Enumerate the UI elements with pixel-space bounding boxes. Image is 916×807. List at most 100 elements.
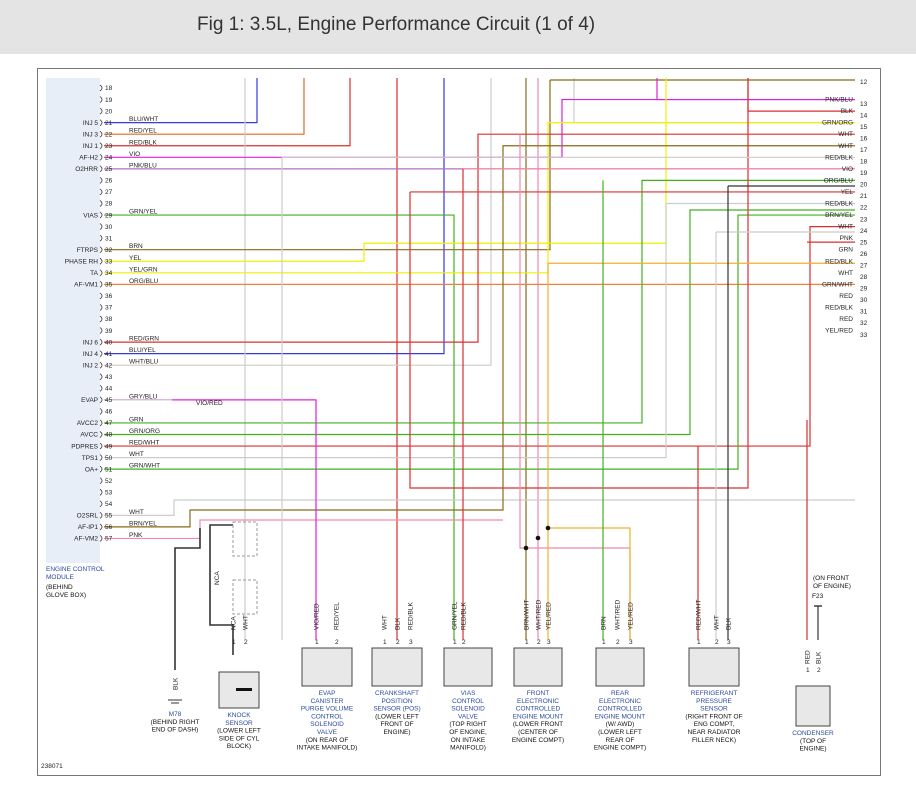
wire-grn-wht-51 xyxy=(104,214,855,470)
ecm-wire-40: RED/GRN xyxy=(129,336,159,343)
ecm-wire-47: GRN xyxy=(129,416,144,423)
vias-label-4: (TOP RIGHT xyxy=(449,721,486,728)
ecm-pin-55: 55 xyxy=(105,513,113,520)
rearmount-pin-num: 3 xyxy=(629,639,633,646)
evap-label-2: PURGE VOLUME xyxy=(301,706,354,713)
refrig-label-3: (RIGHT FRONT OF xyxy=(685,713,742,720)
ecm-pin-terminal xyxy=(99,304,103,311)
condenser-label-1: (TOP OF xyxy=(800,738,826,745)
right-pin-28: 28 xyxy=(860,274,868,281)
ecm-pin-38: 38 xyxy=(105,316,113,323)
evap-box xyxy=(301,647,353,687)
ecm-signal-50: TPS1 xyxy=(82,455,99,462)
evap-label-0: EVAP xyxy=(319,690,336,697)
rearmount-pin-label: WHT/RED xyxy=(615,599,622,630)
ecm-pin-terminal xyxy=(99,292,103,300)
rearmount-label-1: ELECTRONIC xyxy=(599,698,641,705)
ecm-pin-terminal xyxy=(99,361,103,369)
ecm-signal-51: OA+ xyxy=(85,466,98,473)
crank-label-2: SENSOR (POS) xyxy=(373,706,420,713)
right-pin-32: 32 xyxy=(860,320,868,327)
ecm-pin-terminal xyxy=(99,477,103,485)
ecm-pin-19: 19 xyxy=(105,97,113,104)
evap-label-3: CONTROL xyxy=(311,713,343,720)
refrig-label-2: SENSOR xyxy=(700,706,728,713)
ecm-label-1: MODULE xyxy=(46,574,74,581)
right-pin-13: 13 xyxy=(860,101,868,108)
ecm-pin-terminal xyxy=(99,246,103,254)
ecm-pin-24: 24 xyxy=(105,155,113,162)
ecm-pin-terminal xyxy=(99,188,103,196)
refrig-pin-num: 2 xyxy=(715,639,719,646)
wire-yel-red-rear xyxy=(548,527,631,640)
frontmount-pin-num: 2 xyxy=(537,639,541,646)
m78-label-2: END OF DASH) xyxy=(152,727,199,734)
ecm-pin-27: 27 xyxy=(105,189,113,196)
frontmount-label-2: CONTROLLED xyxy=(516,706,561,713)
wire-wht-55 xyxy=(104,499,855,516)
f23-id: F23 xyxy=(812,593,824,600)
ecm-pin-terminal xyxy=(99,200,103,207)
wire-yel-33 xyxy=(104,78,667,262)
condenser-label-2: ENGINE) xyxy=(799,746,826,753)
wire-grn-yel-29 xyxy=(104,214,455,640)
wire-blk-m78 xyxy=(174,528,201,670)
crank-box xyxy=(371,647,423,687)
ecm-signal-34: TA xyxy=(90,270,98,277)
ecm-signal-32: FTRPS xyxy=(77,247,99,254)
frontmount-pin-num: 1 xyxy=(525,639,529,646)
ecm-pin-terminal xyxy=(99,165,103,173)
ecm-wire-22: RED/YEL xyxy=(129,128,157,135)
ecm-pin-terminal xyxy=(99,107,103,115)
evap-pin-num: 2 xyxy=(335,639,339,646)
right-pin-14: 14 xyxy=(860,112,868,119)
evap-pin-label: RED/YEL xyxy=(334,602,341,630)
right-wire-22: RED/BLK xyxy=(825,201,853,208)
refrig-box xyxy=(688,647,740,687)
ecm-wire-41: BLU/YEL xyxy=(129,347,156,354)
ecm-signal-41: INJ 4 xyxy=(83,351,99,358)
rearmount-label-2: CONTROLLED xyxy=(598,706,643,713)
ecm-wire-48: GRN/ORG xyxy=(129,428,160,435)
condenser-box xyxy=(795,685,831,727)
rearmount-pin-label: YEL/RED xyxy=(628,602,635,630)
rearmount-label-0: REAR xyxy=(611,690,629,697)
ecm-pin-terminal xyxy=(99,234,103,242)
diagram-id: 238071 xyxy=(41,763,63,770)
wire-red-wht-49 xyxy=(104,226,855,447)
f23-note-1: OF ENGINE) xyxy=(813,583,851,590)
right-pin-21: 21 xyxy=(860,193,868,200)
ecm-pin-20: 20 xyxy=(105,108,113,115)
ecm-wire-42: WHT/BLU xyxy=(129,359,159,366)
evap-label-5: VALVE xyxy=(317,729,338,736)
ecm-wire-25: PNK/BLU xyxy=(129,162,157,169)
ecm-pin-terminal xyxy=(99,419,103,427)
knock-label-4: BLOCK) xyxy=(227,743,251,750)
ecm-wire-34: YEL/GRN xyxy=(129,266,158,273)
ecm-pin-44: 44 xyxy=(105,386,113,393)
rearmount-label-7: ENGINE COMPT) xyxy=(594,745,646,752)
ecm-signal-55: O2SRL xyxy=(77,513,99,520)
ecm-signal-23: INJ 1 xyxy=(83,143,99,150)
right-pin-29: 29 xyxy=(860,286,868,293)
ecm-pin-28: 28 xyxy=(105,201,113,208)
right-pin-31: 31 xyxy=(860,309,868,316)
right-connector: 1213PNK/BLU14BLK15GRN/ORG16WHT17WHT18RED… xyxy=(822,79,868,339)
ecm-pin-terminal xyxy=(99,512,103,519)
ecm-pin-terminal xyxy=(99,396,103,404)
frontmount-label-5: (CENTER OF xyxy=(518,729,558,736)
ecm-pin-terminal xyxy=(99,119,103,126)
wire-yel-21-top xyxy=(573,78,855,124)
wire-red-yel xyxy=(104,78,305,135)
wire-wht-blu xyxy=(104,78,492,366)
right-pin-12: 12 xyxy=(860,79,868,86)
right-wire-13: PNK/BLU xyxy=(825,97,853,104)
evap-label-4: SOLENOID xyxy=(310,721,344,728)
ecm-pin-47: 47 xyxy=(105,420,113,427)
refrig-pin-num: 3 xyxy=(727,639,731,646)
ecm-wire-21: BLU/WHT xyxy=(129,116,158,123)
knock-element xyxy=(236,688,252,691)
ecm-pin-21: 21 xyxy=(105,120,113,127)
ecm-signal-47: AVCC2 xyxy=(77,420,99,427)
right-wire-21: YEL xyxy=(841,189,854,196)
